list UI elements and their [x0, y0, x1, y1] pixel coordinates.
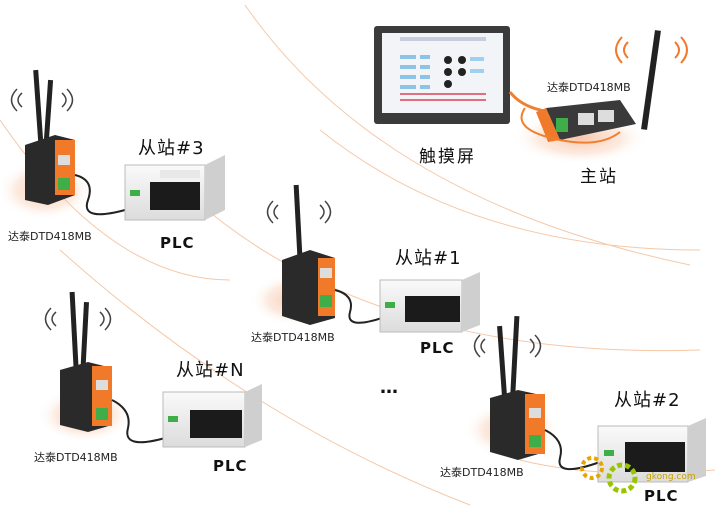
node-3-device [0, 69, 93, 220]
touchscreen-panel [374, 26, 510, 124]
node-2-device [464, 315, 560, 460]
node-N-cable [111, 399, 166, 444]
node-N-plc-label: PLC [213, 457, 248, 475]
node-2-device-label: 达泰DTD418MB [440, 466, 524, 479]
node-3-plc-label: PLC [160, 234, 195, 252]
more-nodes-ellipsis: … [380, 377, 400, 398]
node-3-station-label: 从站#3 [138, 138, 205, 159]
node-N-device [37, 291, 133, 443]
node-1-cable [334, 289, 383, 324]
wifi-signal-icon [473, 334, 542, 358]
wifi-signal-icon [266, 200, 332, 224]
node-2-plc-label: PLC [644, 487, 679, 505]
master-device [512, 30, 661, 164]
master-station-label: 主站 [580, 167, 618, 187]
master-device-label: 达泰DTD418MB [547, 81, 631, 94]
wifi-signal-icon [10, 88, 74, 112]
node-1-plc-label: PLC [420, 339, 455, 357]
node-1-device [250, 184, 340, 326]
node-3-cable [74, 174, 126, 216]
master-device-cable [520, 107, 621, 144]
node-N-station-label: 从站#N [176, 360, 245, 381]
node-N-device-label: 达泰DTD418MB [34, 451, 118, 464]
wifi-signal-icon-orange [615, 36, 688, 64]
node-3-device-label: 达泰DTD418MB [8, 230, 92, 243]
node-1-station-label: 从站#1 [395, 248, 462, 269]
node-3-plc [124, 155, 225, 221]
node-2-station-label: 从站#2 [614, 390, 681, 411]
node-1-device-label: 达泰DTD418MB [251, 331, 335, 344]
wifi-signal-icon [44, 307, 112, 331]
touchscreen-label: 触摸屏 [419, 147, 476, 167]
node-2-cable [544, 429, 601, 470]
node-1-plc [379, 272, 480, 333]
node-N-plc [162, 384, 262, 448]
node-2-plc [597, 418, 706, 483]
watermark-text: gkong.com [646, 472, 696, 482]
watermark-gear-icon [580, 456, 638, 494]
